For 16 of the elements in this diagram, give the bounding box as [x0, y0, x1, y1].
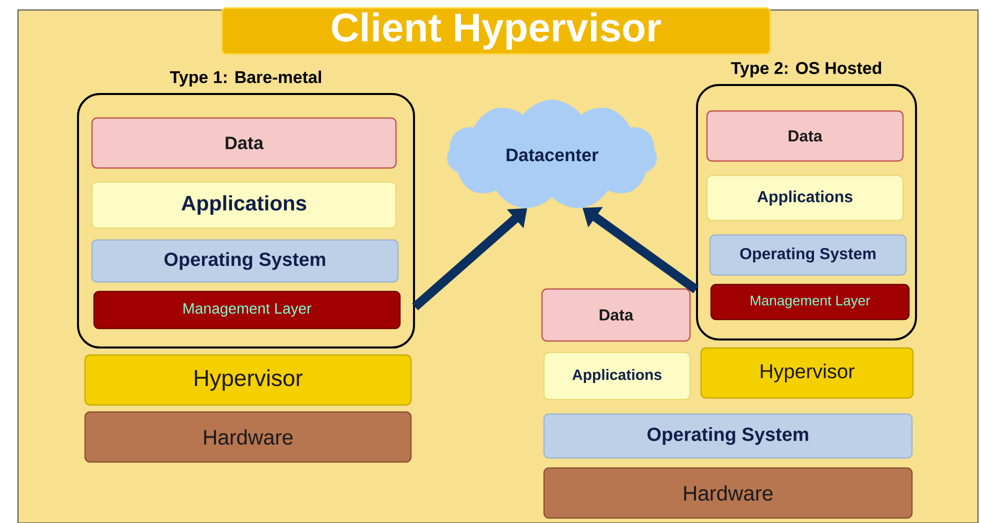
layer-box: Data — [91, 117, 397, 169]
title-banner: Client Hypervisor — [221, 7, 771, 55]
layer-box: Hardware — [84, 411, 412, 463]
layer-box: Applications — [706, 174, 904, 222]
layer-box: Hypervisor — [84, 354, 412, 406]
layer-box: Operating System — [543, 413, 913, 459]
layer-box: Applications — [91, 181, 397, 229]
layer-box: Data — [706, 110, 904, 162]
layer-box: Hypervisor — [700, 347, 914, 399]
layer-box: Operating System — [91, 239, 399, 283]
layer-box: Management Layer — [93, 290, 401, 330]
layer-box: Data — [541, 288, 691, 342]
layer-box: Hardware — [543, 467, 913, 519]
layer-box: Management Layer — [710, 284, 910, 320]
layer-box: Applications — [543, 352, 691, 400]
layer-box: Operating System — [709, 234, 907, 276]
